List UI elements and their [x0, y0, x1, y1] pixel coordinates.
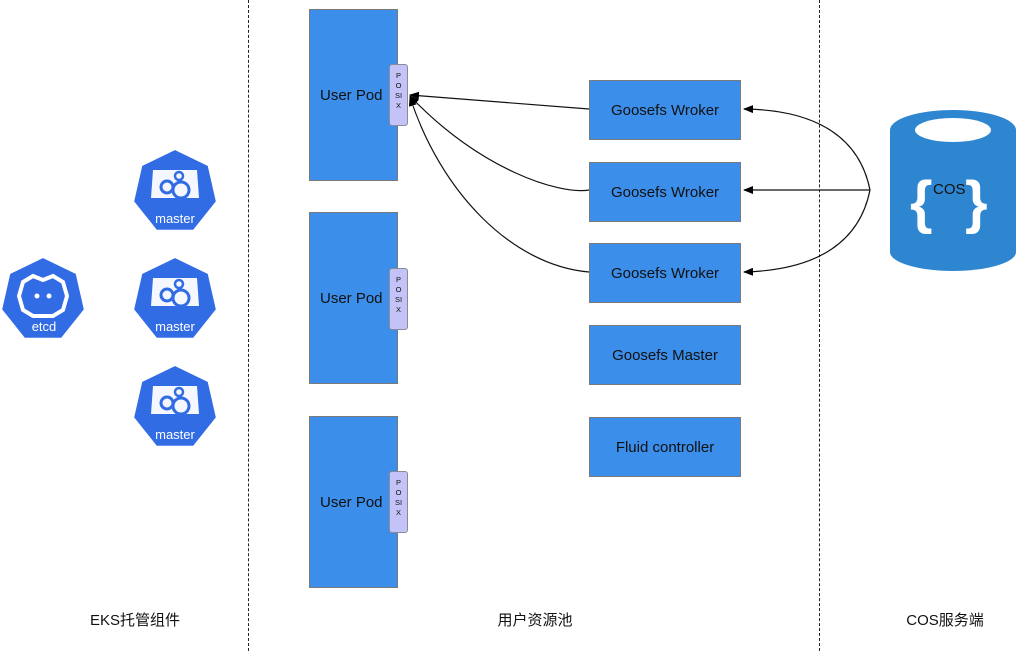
- posix-char: SI: [394, 498, 403, 507]
- etcd-label: etcd: [31, 319, 57, 334]
- posix-char: X: [395, 508, 401, 517]
- master-icon-2: [132, 255, 218, 340]
- master-label-2: master: [155, 319, 195, 334]
- goosefs-worker-2[interactable]: Goosefs Wroker: [589, 162, 741, 222]
- goosefs-worker-3[interactable]: Goosefs Wroker: [589, 243, 741, 303]
- arrow-worker3-to-pod: [408, 96, 590, 273]
- master-icon-3: [132, 363, 218, 448]
- svg-text:{: {: [910, 170, 933, 235]
- user-pod-label: User Pod: [320, 290, 383, 307]
- posix-char: P: [395, 71, 401, 80]
- posix-char: O: [395, 285, 402, 294]
- zone-label-user-pool: 用户资源池: [497, 612, 573, 629]
- zone-label-cos-server: COS服务端: [906, 612, 984, 629]
- posix-char: P: [395, 275, 401, 284]
- posix-char: O: [395, 488, 402, 497]
- posix-char: O: [395, 81, 402, 90]
- posix-char: X: [395, 101, 401, 110]
- posix-interface-2: P O SI X: [389, 268, 408, 330]
- master-label-3: master: [155, 427, 195, 442]
- user-pod-3[interactable]: User Pod: [309, 416, 398, 588]
- user-pod-1[interactable]: User Pod: [309, 9, 398, 181]
- arrow-worker2-to-pod: [409, 95, 590, 192]
- cos-cylinder-icon: { }: [890, 110, 1016, 271]
- arrow-cos-to-worker1: [743, 105, 871, 191]
- posix-char: SI: [394, 91, 403, 100]
- posix-char: X: [395, 305, 401, 314]
- posix-interface-1: P O SI X: [389, 64, 408, 126]
- cos-label: COS: [933, 181, 966, 198]
- user-pod-2[interactable]: User Pod: [309, 212, 398, 384]
- posix-char: P: [395, 478, 401, 487]
- etcd-icon: [0, 255, 86, 340]
- master-icon-1: [132, 147, 218, 232]
- user-pod-label: User Pod: [320, 87, 383, 104]
- svg-text:}: }: [965, 170, 988, 235]
- goosefs-master[interactable]: Goosefs Master: [589, 325, 741, 385]
- arrow-cos-to-worker3: [743, 189, 871, 276]
- posix-interface-3: P O SI X: [389, 471, 408, 533]
- master-label-1: master: [155, 211, 195, 226]
- zone-divider-right: [819, 0, 820, 651]
- fluid-controller[interactable]: Fluid controller: [589, 417, 741, 477]
- zone-divider-left: [248, 0, 249, 651]
- user-pod-label: User Pod: [320, 494, 383, 511]
- zone-label-eks: EKS托管组件: [89, 612, 180, 629]
- posix-char: SI: [394, 295, 403, 304]
- arrow-worker1-to-pod: [409, 91, 590, 110]
- goosefs-worker-1[interactable]: Goosefs Wroker: [589, 80, 741, 140]
